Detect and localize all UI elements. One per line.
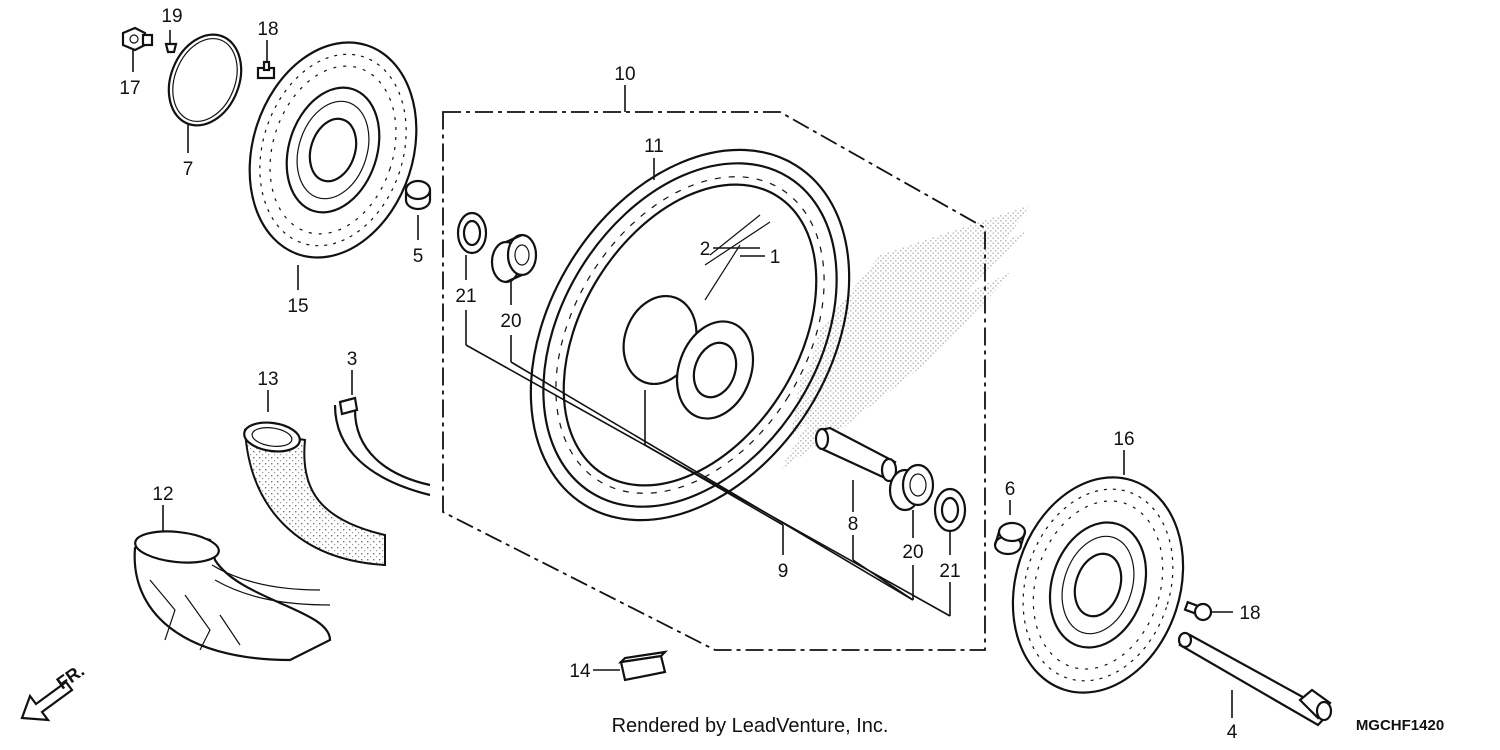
callout-11: 11 <box>644 136 664 157</box>
part-16-brake-disc-right <box>1011 476 1185 694</box>
part-8-spacer <box>814 426 898 483</box>
callout-20-left: 20 <box>500 311 521 332</box>
callout-21-left: 21 <box>455 286 476 307</box>
part-21-seal-left <box>456 211 488 255</box>
callout-3: 3 <box>347 349 358 370</box>
part-15-brake-disc-left <box>248 41 418 259</box>
callout-20-right: 20 <box>902 542 923 563</box>
wheel-hub <box>622 214 771 420</box>
part-4-axle <box>1177 631 1333 727</box>
part-20-bearing-right <box>888 463 935 512</box>
render-credit: Rendered by LeadVenture, Inc. <box>612 715 889 737</box>
part-18-bolt-right <box>1183 600 1213 622</box>
part-14-balance-weight <box>617 650 669 682</box>
callout-15: 15 <box>287 296 308 317</box>
callout-1: 1 <box>770 247 781 268</box>
callout-16: 16 <box>1113 429 1134 450</box>
callout-18-right: 18 <box>1239 603 1260 624</box>
part-18-bolt-top <box>256 60 276 80</box>
part-12-tire <box>133 530 332 662</box>
watermark-wing <box>780 205 1030 470</box>
callout-2: 2 <box>700 239 711 260</box>
callout-21-right: 21 <box>939 561 960 582</box>
part-3-rim-band <box>333 396 431 497</box>
callout-7: 7 <box>183 159 194 180</box>
callout-5: 5 <box>413 246 424 267</box>
callout-10: 10 <box>614 64 635 85</box>
leader-lines <box>132 30 1233 718</box>
callout-6: 6 <box>1005 479 1016 500</box>
part-11-wheel-rim <box>529 148 851 522</box>
part-6-collar <box>993 521 1027 556</box>
part-21-seal-right <box>933 487 967 533</box>
callout-8: 8 <box>848 514 859 535</box>
wheel-assembly-dashed-box <box>442 111 986 651</box>
callout-14: 14 <box>569 661 591 682</box>
callout-19: 19 <box>161 6 182 27</box>
callout-18-top: 18 <box>257 19 278 40</box>
callout-17: 17 <box>119 78 140 99</box>
part-13-tube <box>243 421 386 567</box>
part-7-ring <box>167 33 243 127</box>
callout-numbers: 10 11 2 1 17 19 18 7 5 15 21 20 3 13 12 … <box>119 6 1260 743</box>
part-5-collar <box>404 179 432 211</box>
callout-13: 13 <box>257 369 278 390</box>
callout-4: 4 <box>1227 722 1238 743</box>
part-20-bearing-left <box>490 233 538 284</box>
callout-9: 9 <box>778 561 789 582</box>
diagram-code: MGCHF1420 <box>1356 717 1444 734</box>
part-17-nut <box>121 26 154 52</box>
front-direction-arrow: FR. <box>20 660 88 722</box>
part-19-screw <box>164 42 178 54</box>
callout-12: 12 <box>152 484 173 505</box>
